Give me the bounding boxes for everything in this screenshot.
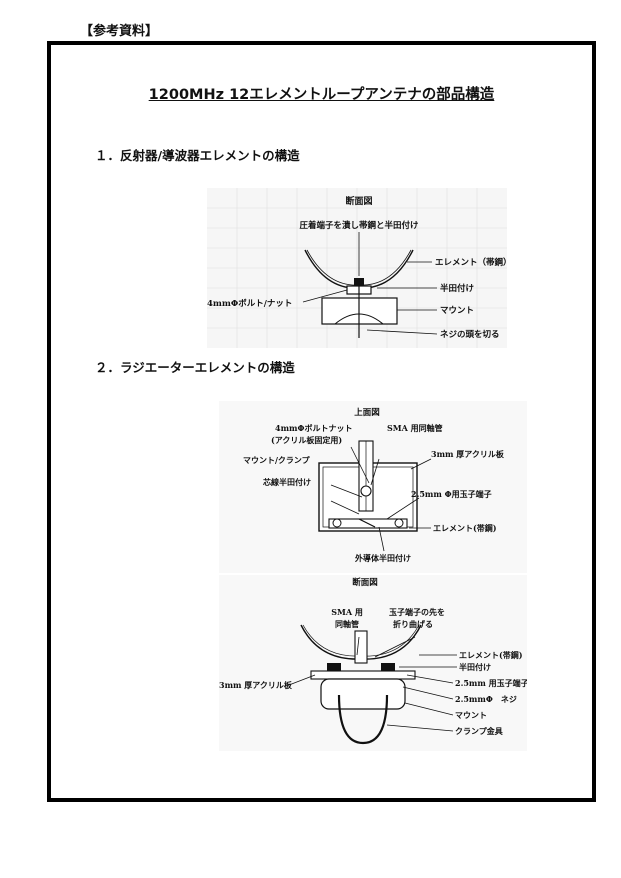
section-1-heading: １．反射器/導波器エレメントの構造 — [95, 148, 300, 163]
fig3-label-coax-1: SMA 用 — [331, 607, 363, 617]
fig1-label-mount: マウント — [440, 306, 474, 316]
reflector-diagram: 断面図 圧着端子を潰し帯鋼と半田付け エレメント（帯鋼） 半田付け 4mmΦボル… — [207, 188, 512, 348]
fig3-label-acrylic: 3mm 厚アクリル板 — [219, 680, 293, 690]
fig1-label-bolt: 4mmΦボルト/ナット — [207, 298, 292, 309]
fig3-acrylic-plate — [310, 670, 416, 680]
fig1-label-element: エレメント（帯鋼） — [435, 257, 507, 268]
fig3-label-screw: 2.5mmΦ ネジ — [455, 694, 517, 704]
fig1-label-solder: 半田付け — [440, 283, 475, 294]
fig2-label-element: エレメント(帯鋼) — [433, 523, 497, 533]
fig2-label-outer: 外導体半田付け — [355, 553, 411, 563]
fig2-label-coax: SMA 用同軸管 — [387, 423, 443, 433]
fig3-label-terminal: 2.5mm 用玉子端子 — [455, 678, 527, 688]
radiator-top-diagram: 上面図 4mmΦボルトナット (アクリル板固定用) SMA 用同軸管 — [219, 401, 527, 573]
fig3-label-clamp: クランプ金具 — [455, 726, 503, 736]
fig2-caption: 上面図 — [354, 407, 380, 418]
fig3-clamp — [337, 694, 389, 745]
document-title: 1200MHz 12エレメントループアンテナの部品構造 — [148, 87, 495, 103]
fig3-caption: 断面図 — [352, 577, 378, 588]
fig2-label-bolt-note: (アクリル板固定用) — [271, 435, 342, 445]
fig3-label-coax-2: 同軸管 — [335, 619, 359, 629]
fig2-label-clamp: マウント/クランプ — [243, 455, 311, 465]
document-frame: 1200MHz 12エレメントループアンテナの部品構造 １．反射器/導波器エレメ… — [47, 41, 596, 802]
fig2-label-bolt: 4mmΦボルトナット — [275, 423, 352, 433]
fig3-mount — [320, 678, 406, 710]
fig3-label-bend-1: 玉子端子の先を — [389, 607, 445, 617]
fig2-label-acrylic: 3mm 厚アクリル板 — [431, 449, 505, 459]
fig3-label-mount: マウント — [455, 710, 487, 720]
figure-radiator-top-view: 上面図 4mmΦボルトナット (アクリル板固定用) SMA 用同軸管 — [219, 401, 527, 577]
fig2-label-core: 芯線半田付け — [263, 477, 311, 487]
fig3-coax — [354, 630, 368, 664]
fig3-label-element: エレメント(帯鋼) — [459, 650, 523, 660]
fig2-label-terminal: 2.5mm Φ用玉子端子 — [411, 489, 492, 499]
fig1-caption: 断面図 — [345, 195, 372, 207]
section-2-heading: ２．ラジエーターエレメントの構造 — [95, 360, 295, 375]
radiator-cross-diagram: 断面図 SMA 用 同軸管 玉子端子の先を — [219, 575, 529, 751]
fig3-label-bend-2: 折り曲げる — [393, 619, 433, 629]
reference-material-label: 【参考資料】 — [80, 24, 159, 39]
figure-radiator-cross-section: 断面図 SMA 用 同軸管 玉子端子の先を — [219, 575, 529, 755]
figure-reflector-cross-section: 断面図 圧着端子を潰し帯鋼と半田付け エレメント（帯鋼） 半田付け 4mmΦボル… — [207, 188, 512, 352]
fig3-label-solder: 半田付け — [459, 662, 491, 672]
fig1-label-crimp: 圧着端子を潰し帯鋼と半田付け — [299, 220, 419, 231]
fig1-label-cut: ネジの頭を切る — [440, 329, 500, 340]
